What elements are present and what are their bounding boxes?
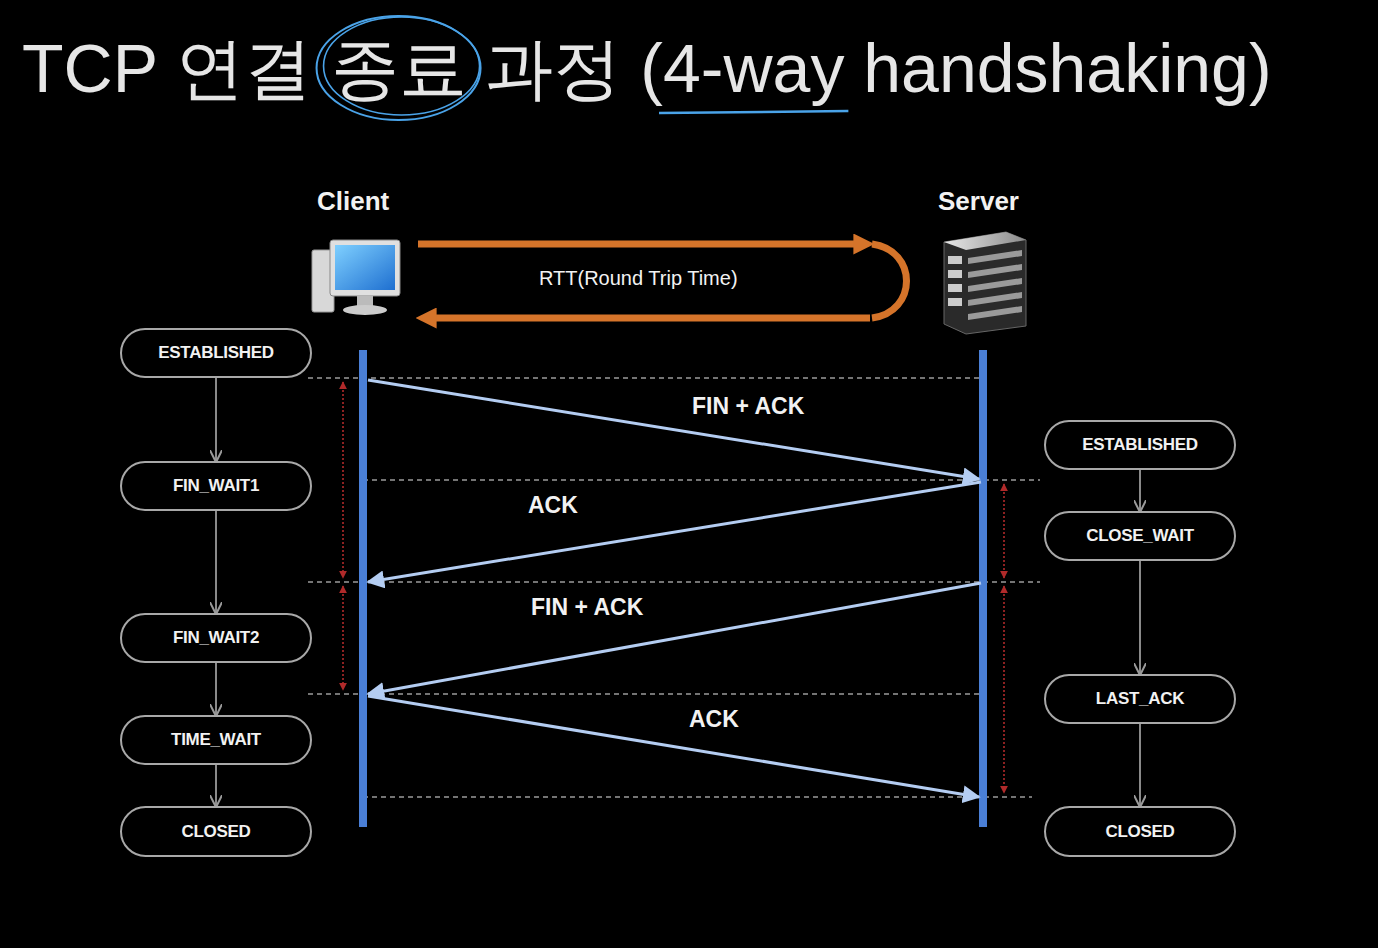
state-box: LAST_ACK xyxy=(1044,674,1236,724)
rtt-label: RTT(Round Trip Time) xyxy=(539,267,738,290)
state-box: CLOSED xyxy=(1044,806,1236,857)
state-transition-arrow xyxy=(215,765,217,806)
server-bay xyxy=(948,270,962,278)
guide-line xyxy=(308,693,980,694)
state-box: FIN_WAIT2 xyxy=(120,613,312,663)
message-arrow xyxy=(368,583,981,694)
state-name: CLOSED xyxy=(181,822,250,842)
interval-marker xyxy=(1003,484,1005,578)
server-top xyxy=(944,232,1026,250)
message-arrow xyxy=(368,696,979,797)
guide-line xyxy=(363,479,1040,480)
monitor-stand xyxy=(357,296,373,306)
interval-marker xyxy=(1003,586,1005,793)
diagram-title: TCP 연결 종료 과정 (4-way handshaking) xyxy=(22,28,1272,110)
server-slot xyxy=(968,306,1022,320)
client-lifeline xyxy=(359,350,367,827)
message-arrow xyxy=(368,380,979,479)
state-name: FIN_WAIT1 xyxy=(173,476,259,496)
server-body xyxy=(944,232,1026,334)
guide-lines xyxy=(308,378,1040,797)
state-name: CLOSE_WAIT xyxy=(1086,526,1194,546)
state-transition-arrow xyxy=(215,663,217,715)
message-arrows xyxy=(368,380,981,797)
state-box: CLOSED xyxy=(120,806,312,857)
server-slot xyxy=(968,264,1022,278)
state-name: ESTABLISHED xyxy=(1082,435,1197,455)
state-name: TIME_WAIT xyxy=(171,730,261,750)
state-box: TIME_WAIT xyxy=(120,715,312,765)
server-slot xyxy=(968,278,1022,292)
state-box: CLOSE_WAIT xyxy=(1044,511,1236,561)
state-box: ESTABLISHED xyxy=(120,328,312,378)
server-slot xyxy=(968,292,1022,306)
monitor xyxy=(330,240,400,296)
guide-line xyxy=(308,581,1040,582)
state-transition-arrow xyxy=(1139,470,1141,511)
server-bay xyxy=(948,298,962,306)
interval-marker xyxy=(342,586,344,690)
state-name: FIN_WAIT2 xyxy=(173,628,259,648)
interval-markers xyxy=(343,382,1004,793)
server-bay xyxy=(948,256,962,264)
state-name: CLOSED xyxy=(1105,822,1174,842)
message-label: FIN + ACK xyxy=(531,594,643,620)
monitor-screen xyxy=(335,245,395,290)
guide-line xyxy=(308,377,980,378)
rtt-arrow xyxy=(872,244,907,318)
server-icon xyxy=(944,232,1026,334)
message-label: ACK xyxy=(689,706,739,732)
state-box: FIN_WAIT1 xyxy=(120,461,312,511)
message-label: FIN + ACK xyxy=(692,393,804,419)
state-name: LAST_ACK xyxy=(1096,689,1184,709)
message-label: ACK xyxy=(528,492,578,518)
server-lifeline xyxy=(979,350,987,827)
state-transition-arrow xyxy=(1139,724,1141,806)
endpoint-name: Client xyxy=(317,187,389,217)
rtt-arrow xyxy=(418,241,866,248)
computer-icon xyxy=(312,240,400,315)
guide-line xyxy=(363,796,1032,797)
message-arrow xyxy=(368,482,981,582)
endpoint-name: Server xyxy=(938,187,1019,217)
state-transition-arrow xyxy=(1139,561,1141,674)
monitor-base xyxy=(343,305,387,315)
rtt-arrow xyxy=(424,315,870,322)
title-underline xyxy=(659,111,848,113)
state-box: ESTABLISHED xyxy=(1044,420,1236,470)
server-bay xyxy=(948,284,962,292)
state-name: ESTABLISHED xyxy=(158,343,273,363)
state-transition-arrow xyxy=(215,378,217,461)
state-transition-arrow xyxy=(215,511,217,613)
server-slot xyxy=(968,250,1022,264)
interval-marker xyxy=(342,382,344,578)
